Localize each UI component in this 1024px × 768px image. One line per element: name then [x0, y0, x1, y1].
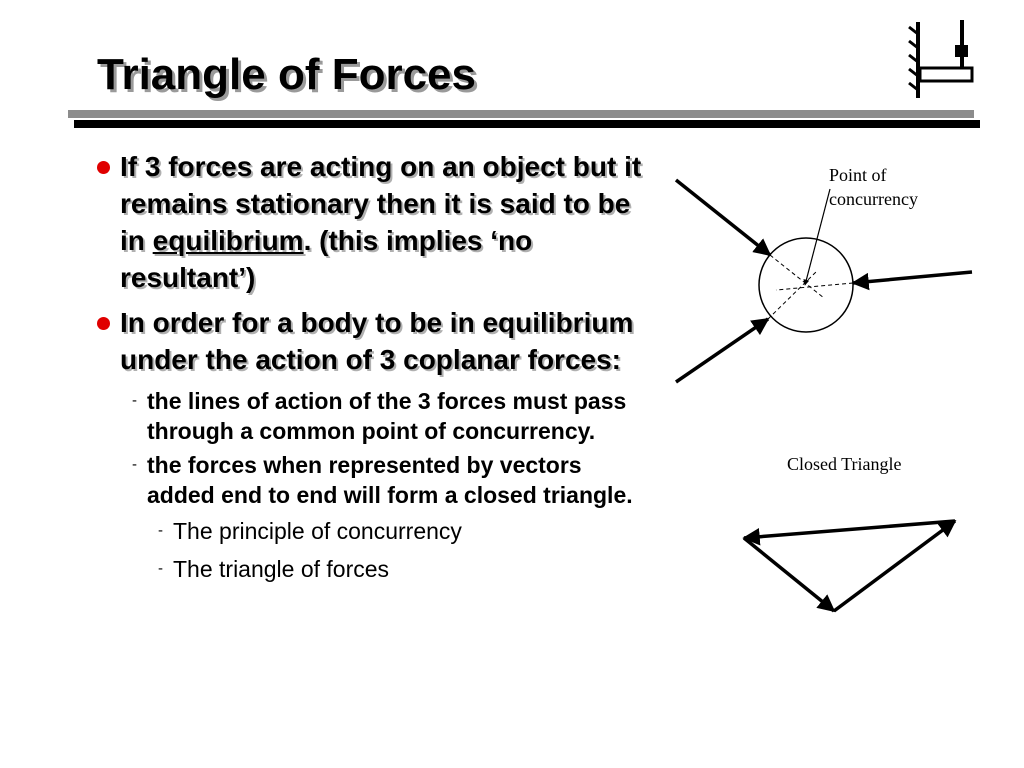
- dash-marker: -: [132, 456, 137, 473]
- title-underline: [68, 110, 980, 132]
- force-arrow-upper-left: [674, 178, 772, 257]
- bullet-dot: [97, 161, 110, 174]
- sub-sub-bullet-text: The principle of concurrency: [173, 518, 462, 544]
- triangle-vector-top: [742, 519, 956, 546]
- dash-marker: -: [132, 392, 137, 409]
- bullet-dot: [97, 317, 110, 330]
- concurrency-label-line2: concurrency: [829, 189, 918, 209]
- force-arrow-right: [851, 270, 973, 291]
- sub-bullet-closed-triangle: - the forces when represented by vectors…: [92, 450, 652, 510]
- concurrency-pointer: [803, 188, 831, 286]
- structure-logo-icon: [908, 20, 974, 98]
- title-underline-gray: [68, 110, 974, 118]
- concurrency-label: Point of concurrency: [829, 163, 918, 211]
- bullet-text-1b: . (this implies ‘no resultant’): [120, 225, 533, 293]
- sub-bullet-text: the lines of action of the 3 forces must…: [147, 388, 627, 444]
- lines-of-action: [767, 254, 854, 320]
- dash-marker: -: [158, 522, 163, 539]
- triangle-label: Closed Triangle: [787, 454, 902, 474]
- bullet-text-1a: If 3 forces are acting on an object but …: [120, 151, 642, 256]
- equilibrium-term: equilibrium: [152, 225, 304, 256]
- closed-triangle: [742, 519, 957, 613]
- triangle-vector-right: [832, 519, 957, 613]
- bullet-conditions: In order for a body to be in equilibrium…: [92, 304, 652, 378]
- concurrency-label-line1: Point of: [829, 165, 887, 185]
- bullet-text-2: In order for a body to be in equilibrium…: [120, 307, 634, 375]
- sub-sub-bullet-triangle: - The triangle of forces: [92, 554, 652, 584]
- sub-sub-bullet-principle: - The principle of concurrency: [92, 516, 652, 546]
- slide-title: Triangle of Forces: [97, 50, 476, 99]
- sub-bullet-text: the forces when represented by vectors a…: [147, 452, 633, 508]
- triangle-vector-left: [742, 536, 836, 613]
- force-arrow-lower-left: [675, 317, 770, 384]
- sub-bullet-concurrency: - the lines of action of the 3 forces mu…: [92, 386, 652, 446]
- dash-marker: -: [158, 560, 163, 577]
- slide-body: If 3 forces are acting on an object but …: [92, 148, 652, 592]
- bullet-equilibrium: If 3 forces are acting on an object but …: [92, 148, 652, 296]
- body-circle: [758, 237, 854, 333]
- title-underline-black: [74, 120, 980, 128]
- sub-sub-bullet-text: The triangle of forces: [173, 556, 390, 582]
